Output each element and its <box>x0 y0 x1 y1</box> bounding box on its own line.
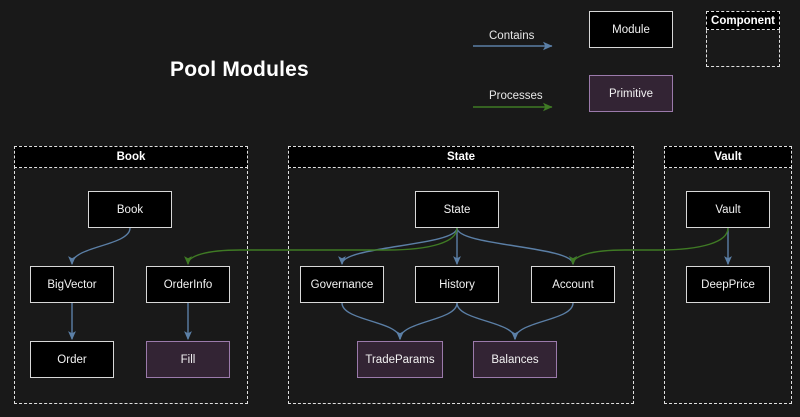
node-order[interactable]: Order <box>30 341 114 378</box>
node-label: Book <box>117 204 143 216</box>
node-label: Balances <box>491 354 538 366</box>
node-tradeparams[interactable]: TradeParams <box>357 341 443 378</box>
node-label: OrderInfo <box>164 279 213 291</box>
node-label: Fill <box>181 354 196 366</box>
node-label: DeepPrice <box>701 279 755 291</box>
legend-processes-label: Processes <box>489 90 543 102</box>
node-label: TradeParams <box>365 354 434 366</box>
cluster-header-book: Book <box>14 146 248 168</box>
node-label: Governance <box>311 279 374 291</box>
node-bigvector[interactable]: BigVector <box>30 266 114 303</box>
cluster-label: State <box>447 151 475 163</box>
node-label: BigVector <box>47 279 96 291</box>
node-balances[interactable]: Balances <box>473 341 557 378</box>
page-title: Pool Modules <box>170 58 309 82</box>
node-label: History <box>439 279 475 291</box>
legend-module-label: Module <box>612 24 650 36</box>
node-vault[interactable]: Vault <box>686 191 770 228</box>
node-label: State <box>444 204 471 216</box>
node-label: Vault <box>715 204 740 216</box>
legend-component-label: Component <box>711 15 775 27</box>
node-fill[interactable]: Fill <box>146 341 230 378</box>
node-state[interactable]: State <box>415 191 499 228</box>
cluster-header-vault: Vault <box>664 146 792 168</box>
cluster-label: Book <box>117 151 146 163</box>
node-orderinfo[interactable]: OrderInfo <box>146 266 230 303</box>
cluster-header-state: State <box>288 146 634 168</box>
node-label: Account <box>552 279 594 291</box>
legend-module-box: Module <box>589 11 673 48</box>
cluster-label: Vault <box>714 151 741 163</box>
node-governance[interactable]: Governance <box>300 266 384 303</box>
node-deepprice[interactable]: DeepPrice <box>686 266 770 303</box>
node-label: Order <box>57 354 86 366</box>
legend-contains-label: Contains <box>489 30 534 42</box>
node-account[interactable]: Account <box>531 266 615 303</box>
node-book[interactable]: Book <box>88 191 172 228</box>
node-history[interactable]: History <box>415 266 499 303</box>
legend-primitive-box: Primitive <box>589 75 673 112</box>
legend-component-header: Component <box>706 11 780 30</box>
legend-primitive-label: Primitive <box>609 88 653 100</box>
